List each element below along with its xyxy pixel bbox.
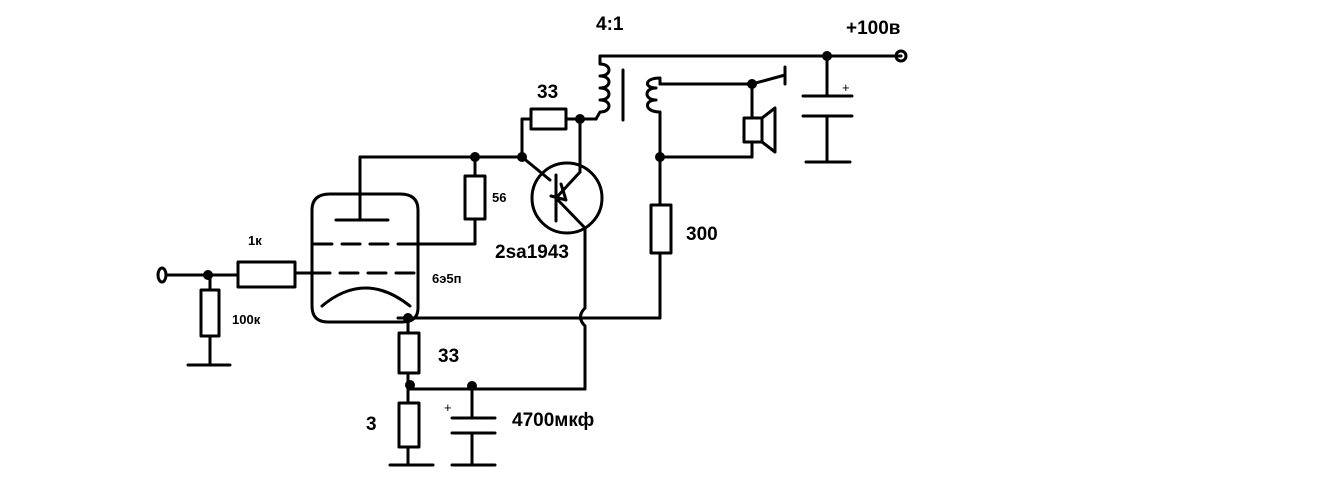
label-cap2-plus: + <box>842 80 850 95</box>
resistor-33-cathode <box>397 331 421 375</box>
speaker-section <box>649 65 787 320</box>
label-r-300: 300 <box>686 224 718 245</box>
cathode-network <box>388 313 662 467</box>
anode-network <box>358 107 598 246</box>
label-r-1k: 1к <box>248 233 262 248</box>
label-r-56: 56 <box>492 190 506 205</box>
resistor-56 <box>463 174 487 221</box>
label-r-3: 3 <box>366 414 377 435</box>
resistor-33-base <box>529 107 568 131</box>
speaker-cone <box>760 106 777 154</box>
output-transformer <box>594 49 908 159</box>
resistor-100k <box>199 288 221 338</box>
label-cap: 4700мкф <box>512 410 594 431</box>
speaker-coil <box>742 116 764 144</box>
label-tube: 6э5п <box>432 271 462 286</box>
supply-terminal <box>894 49 908 63</box>
resistor-300 <box>649 203 673 255</box>
tube-6e5p <box>310 155 476 324</box>
label-supply: +100в <box>846 18 900 39</box>
transistor-body <box>530 161 604 235</box>
label-cap-plus: + <box>444 400 452 415</box>
label-transistor: 2sa1943 <box>495 242 569 263</box>
label-r-100k: 100к <box>232 312 261 327</box>
tube-envelope <box>310 192 420 324</box>
input-section <box>156 260 316 367</box>
label-r-33: 33 <box>438 346 459 367</box>
supply-capacitor <box>801 54 854 164</box>
resistor-1k <box>236 260 297 289</box>
transistor-2sa1943 <box>530 117 604 391</box>
label-r-base: 33 <box>537 82 558 103</box>
label-ratio: 4:1 <box>596 14 624 35</box>
resistor-3 <box>397 401 421 449</box>
